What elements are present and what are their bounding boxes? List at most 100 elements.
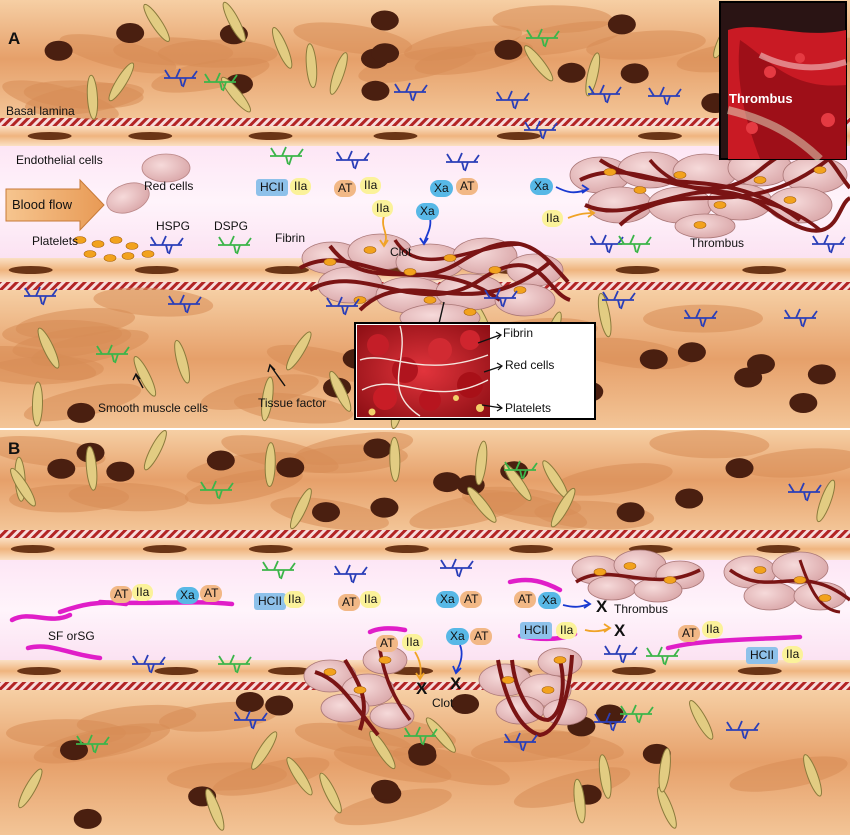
hspg-molecule xyxy=(168,294,202,314)
spindle-cell xyxy=(329,370,352,412)
spindle-cell xyxy=(319,772,342,814)
pathway-arrows xyxy=(379,184,612,681)
cell-nucleus xyxy=(60,740,89,761)
smooth-muscle-cell xyxy=(0,356,104,385)
thrombus-label: Thrombus xyxy=(690,236,745,250)
cell-nucleus xyxy=(116,23,145,44)
platelet xyxy=(141,250,155,258)
platelet xyxy=(673,171,687,179)
cell-nucleus xyxy=(677,342,706,363)
smooth-muscle-cell xyxy=(337,716,456,749)
platelet xyxy=(753,176,767,184)
cell-nucleus xyxy=(44,40,73,61)
cell-nucleus xyxy=(206,450,235,471)
endothelial-nucleus xyxy=(384,545,429,553)
blood-flow-label: Blood flow xyxy=(12,197,72,212)
spindle-cell xyxy=(816,479,836,523)
platelet xyxy=(83,250,97,258)
cell-nucleus xyxy=(675,488,704,509)
platelet xyxy=(423,296,437,304)
cell-nucleus xyxy=(408,745,437,766)
thrombus-b-label: Thrombus xyxy=(614,602,669,616)
endothelial-nucleus xyxy=(8,266,53,274)
endothelial-nucleus xyxy=(154,667,199,675)
hspg-molecule xyxy=(504,732,538,752)
cell-nucleus xyxy=(494,39,523,60)
micrograph-inset xyxy=(354,322,596,420)
iia-chip: IIa xyxy=(132,584,154,601)
hspg-molecule xyxy=(326,296,360,316)
endothelial-nucleus xyxy=(27,132,72,140)
hspg-molecule xyxy=(684,308,718,328)
inset-thrombus-label: Thrombus xyxy=(729,91,793,106)
spindle-cell xyxy=(205,788,225,831)
cell-nucleus xyxy=(616,502,645,523)
spindle-cell xyxy=(108,62,135,102)
inhibition-x-mark: X xyxy=(614,621,626,640)
cell-nucleus xyxy=(371,43,400,64)
dspg-label: DSPG xyxy=(214,219,249,233)
dspg-molecule xyxy=(404,726,438,746)
clot-label: Clot xyxy=(390,245,412,259)
platelet xyxy=(783,196,797,204)
spindle-cell xyxy=(264,442,276,488)
spindle-cell xyxy=(598,754,612,799)
spindle-cell xyxy=(222,1,246,43)
platelet xyxy=(323,258,337,266)
dspg-molecule xyxy=(504,460,538,480)
spindle-cell xyxy=(221,76,252,113)
platelet xyxy=(403,268,417,276)
platelet xyxy=(693,221,707,229)
at-chip: AT xyxy=(110,586,133,603)
platelet xyxy=(363,246,377,254)
platelet xyxy=(793,576,807,584)
xa-chip: Xa xyxy=(416,203,439,220)
cell-nucleus xyxy=(807,364,836,385)
red-cells-legend xyxy=(106,153,191,214)
spindle-cell xyxy=(369,730,396,770)
endothelial-nucleus xyxy=(637,132,682,140)
spindle-cell xyxy=(475,440,488,486)
spindle-cell xyxy=(585,52,601,97)
clot-b-label: Clot xyxy=(432,696,454,710)
smooth-muscle-cell xyxy=(586,30,706,60)
spindle-cell xyxy=(271,27,293,69)
iia-chip: IIa xyxy=(372,200,394,217)
spindle-cell xyxy=(286,331,312,371)
spindle-cell xyxy=(425,717,456,753)
spindle-cell xyxy=(389,436,401,482)
hspg-molecule xyxy=(524,120,558,140)
hspg-molecule xyxy=(164,68,198,88)
hcii-chip: HCII xyxy=(520,622,552,639)
platelet xyxy=(353,686,367,694)
smooth-muscle-cell xyxy=(553,463,673,496)
hcii-chip: HCII xyxy=(746,647,778,664)
hspg-molecule xyxy=(602,290,636,310)
endothelial-nucleus xyxy=(615,266,660,274)
endothelial-nucleus xyxy=(248,545,293,553)
hspg-molecule xyxy=(150,235,184,255)
spindle-cell xyxy=(803,754,822,797)
platelet xyxy=(633,186,647,194)
micrograph-red-cells-label: Red cells xyxy=(505,358,555,372)
spindle-cell xyxy=(290,488,312,530)
spindle-cell xyxy=(597,292,612,338)
endothelial-cells-label: Endothelial cells xyxy=(16,153,103,167)
panel-a-label: A xyxy=(8,29,21,48)
spindle-cell xyxy=(503,463,532,502)
endothelial-nucleus xyxy=(142,545,187,553)
cell-nucleus xyxy=(746,354,775,375)
endothelial-nucleus xyxy=(264,266,309,274)
tissue-factor-label: Tissue factor xyxy=(258,396,327,410)
hspg-molecule xyxy=(812,234,846,254)
smooth-muscle-cell xyxy=(221,435,339,474)
platelet xyxy=(443,254,457,262)
dspg-molecule xyxy=(204,72,238,92)
fibrin-label: Fibrin xyxy=(275,231,306,245)
platelet xyxy=(109,236,123,244)
cell-nucleus xyxy=(607,14,636,35)
inhibition-x-mark: X xyxy=(596,597,608,616)
dspg-molecule xyxy=(620,704,654,724)
xa-chip: Xa xyxy=(530,178,553,195)
